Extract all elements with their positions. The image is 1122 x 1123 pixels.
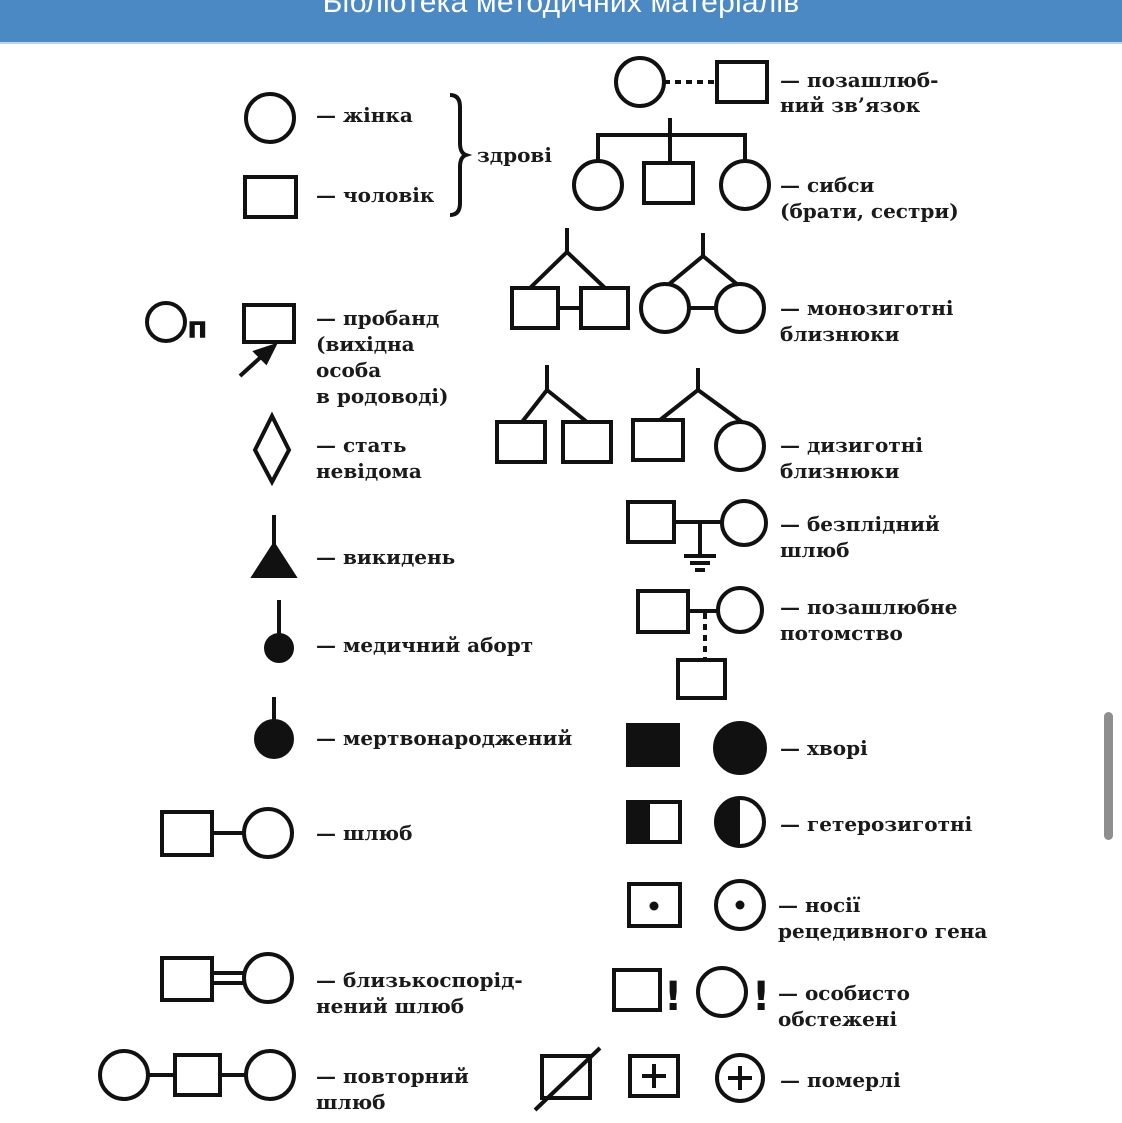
stillborn-symbol — [254, 697, 294, 759]
infertile-marriage-symbol — [626, 499, 768, 572]
heterozygous-label: — гетерозиготні — [780, 812, 973, 836]
miscarriage-symbol — [250, 515, 298, 578]
male-symbol — [243, 175, 298, 219]
miscarriage-label: — викидень — [316, 545, 455, 569]
abortion-symbol — [264, 600, 294, 663]
consanguineous-marriage-symbol — [160, 952, 294, 1004]
repeated-marriage-symbol — [98, 1049, 296, 1101]
unknown-sex-symbol — [252, 411, 292, 487]
extramarital-relation-label: — позашлюб-ний зв’язок — [780, 68, 938, 117]
extramarital-relation-symbol — [614, 56, 769, 108]
header-title: Бібліотека методичних матеріалів — [322, 0, 800, 19]
monozygotic-twins-symbol — [510, 228, 766, 334]
marriage-symbol — [160, 807, 294, 859]
app-header: Бібліотека методичних матеріалів — [0, 0, 1122, 44]
siblings-symbol — [572, 118, 771, 211]
carrier-symbol — [627, 879, 766, 931]
examined-mark: ! — [752, 974, 770, 1020]
abortion-label: — медичний аборт — [316, 633, 533, 657]
deceased-symbol — [533, 1046, 765, 1112]
dizygotic-twins-symbol — [495, 365, 766, 472]
affected-label: — хворі — [780, 736, 868, 760]
proband-letter: п — [187, 311, 208, 346]
female-symbol — [244, 92, 296, 144]
proband-symbol: п — [145, 301, 296, 378]
scrollbar[interactable] — [1104, 712, 1113, 840]
female-label: — жінка — [316, 103, 413, 127]
healthy-label: здрові — [477, 143, 552, 167]
examined-mark: ! — [664, 974, 682, 1020]
heterozygous-symbol — [626, 796, 766, 848]
male-label: — чоловік — [316, 183, 435, 207]
siblings-label: — сибси(брати, сестри) — [780, 173, 959, 223]
consanguineous-marriage-label: — близькоспорід-нений шлюб — [316, 968, 523, 1018]
deceased-label: — померлі — [780, 1068, 901, 1092]
illegitimate-offspring-symbol — [636, 586, 764, 700]
stillborn-label: — мертвонароджений — [316, 726, 572, 750]
affected-symbol — [626, 721, 767, 775]
examined-symbol: ! ! — [612, 966, 770, 1020]
marriage-label: — шлюб — [316, 821, 412, 845]
brace — [449, 93, 473, 217]
